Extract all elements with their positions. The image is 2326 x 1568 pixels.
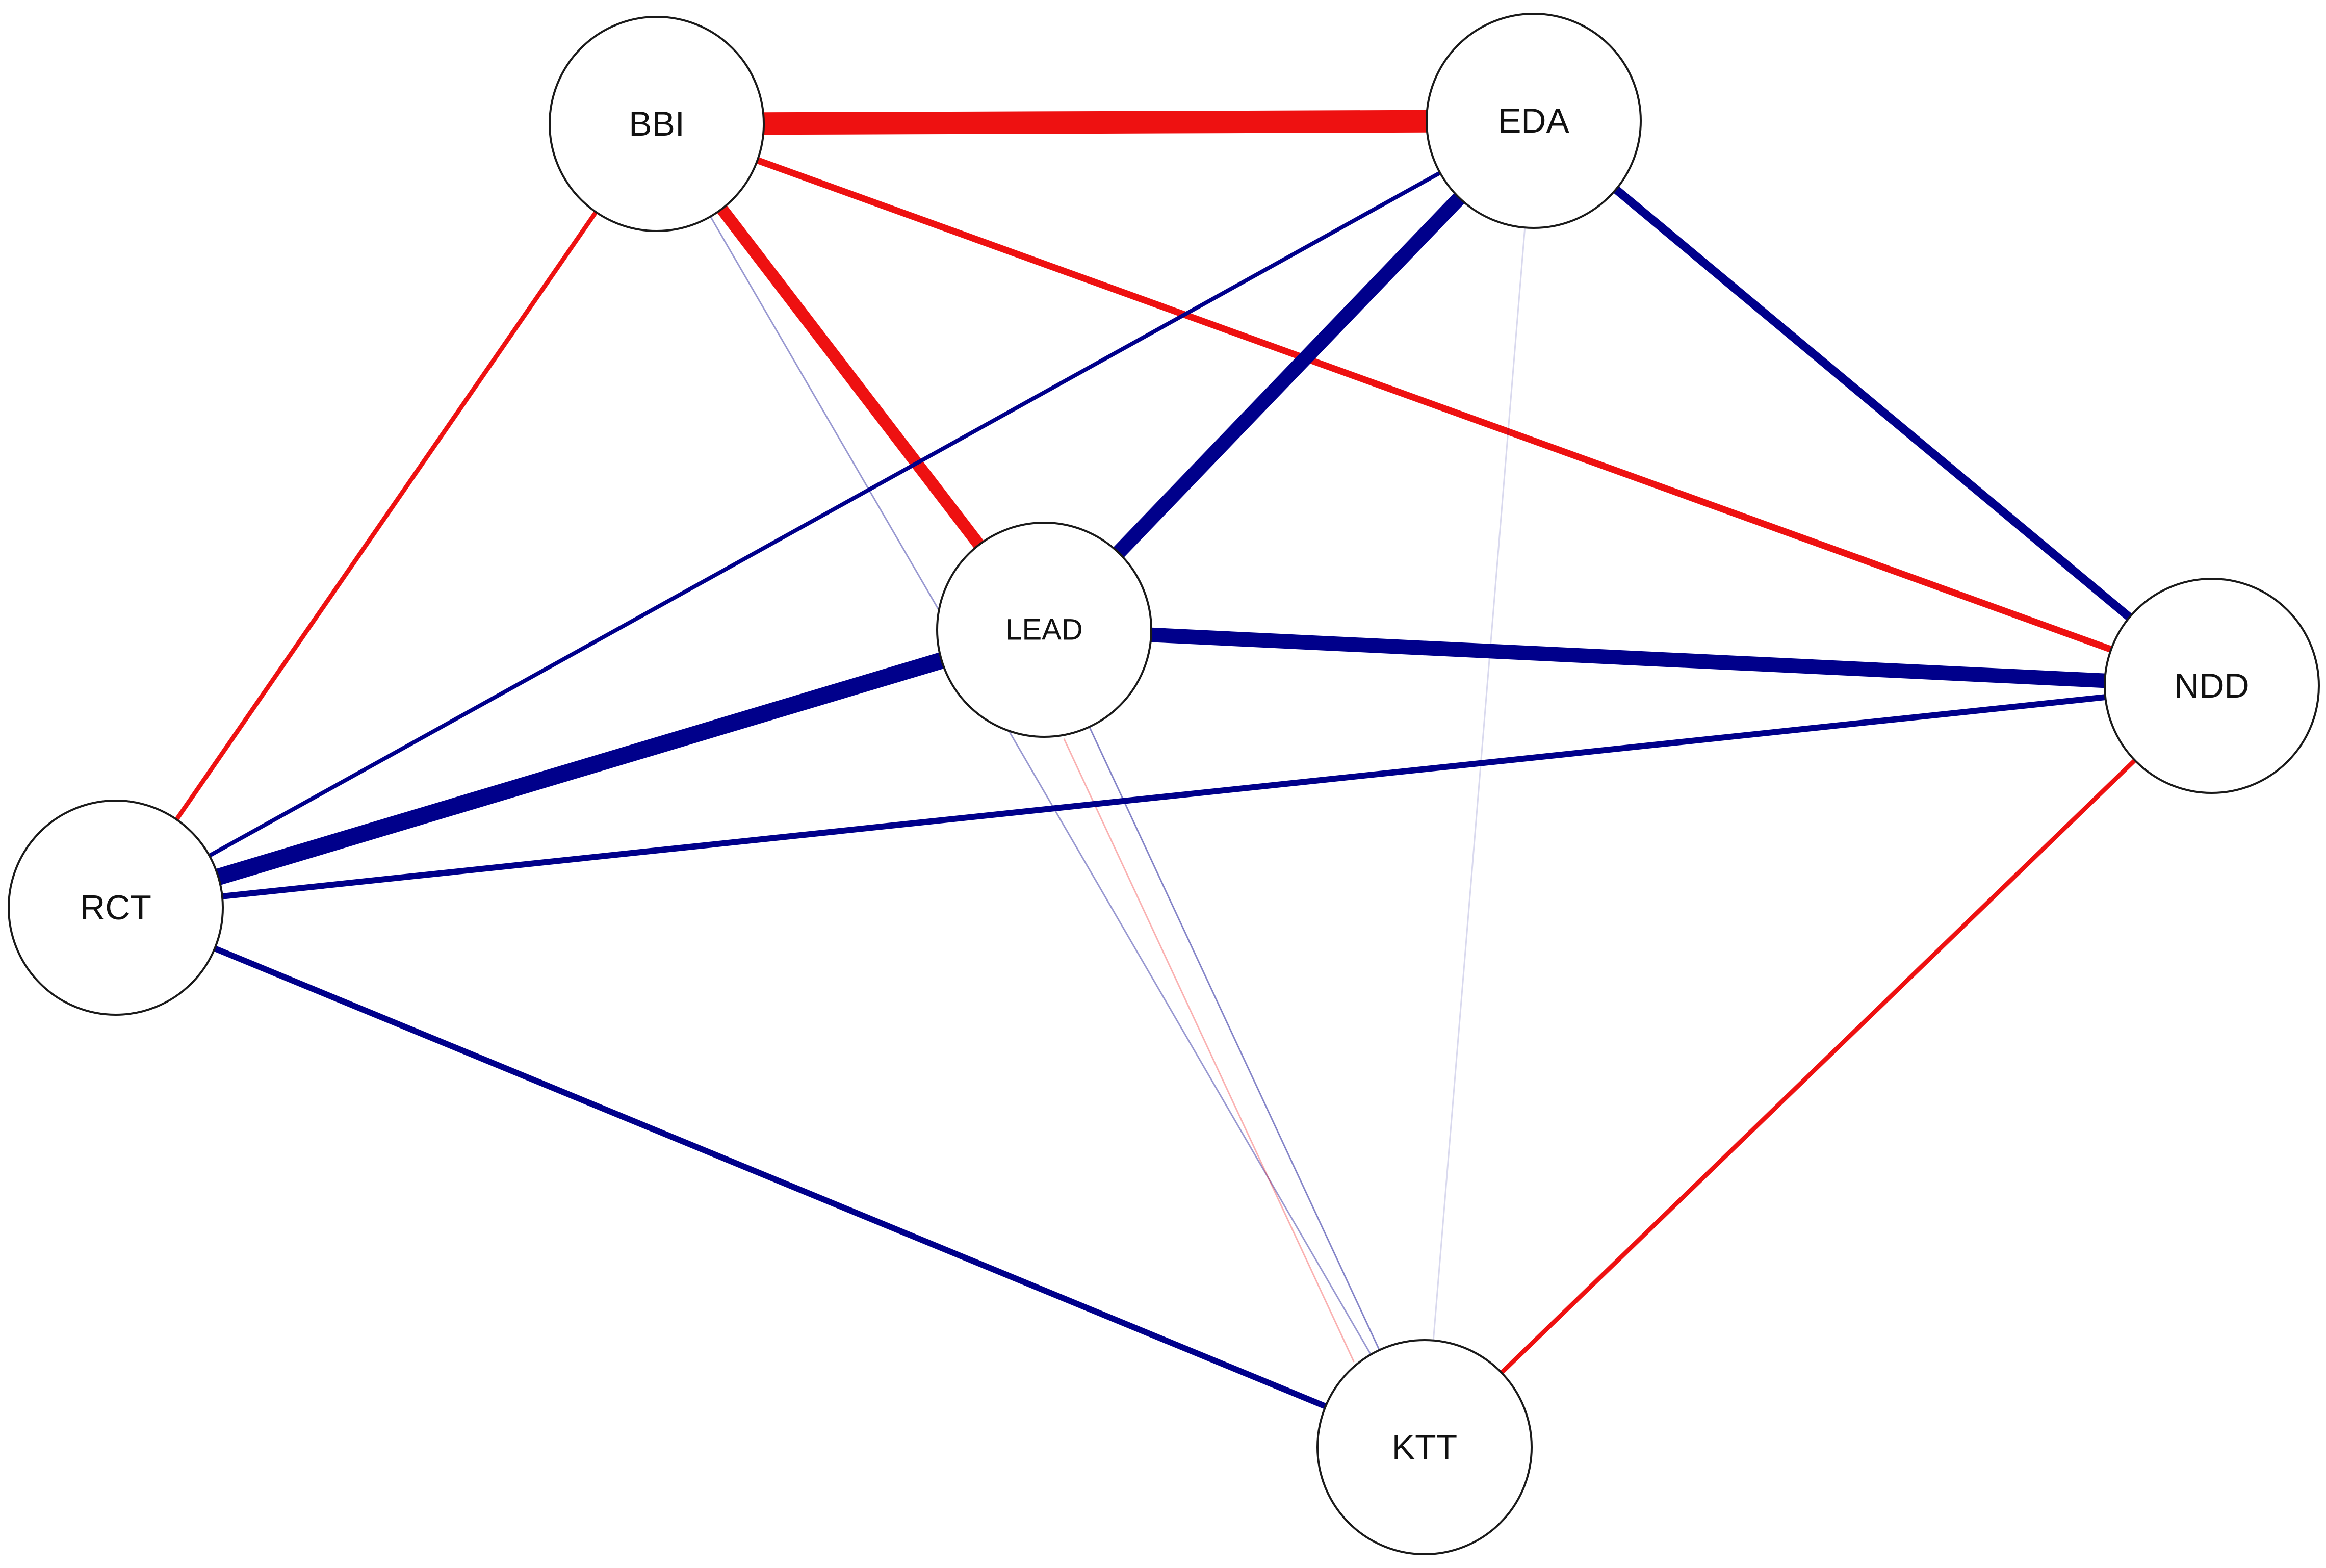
node-ktt[interactable]: KTT [1316,1339,1533,1555]
node-ndd[interactable]: NDD [2104,578,2320,794]
node-rct-circle [8,800,224,1016]
edges-layer [174,110,2137,1409]
edge-eda-ktt [1432,227,1526,1341]
node-lead[interactable]: LEAD [936,522,1152,738]
node-ndd-label: NDD [2174,666,2249,705]
node-ktt-label: KTT [1392,1428,1457,1467]
edge-bbi-ktt [710,216,1372,1355]
edge-eda-rct [208,171,1441,858]
node-eda[interactable]: EDA [1426,13,1642,229]
nodes-layer: BBI EDA LEAD NDD RCT KTT [8,13,2320,1555]
edge-eda-lead [1113,193,1465,558]
node-rct[interactable]: RCT [8,800,224,1016]
edge-bbi-ndd [756,157,2112,653]
edge-rct-ktt [213,945,1327,1409]
edge-ndd-ktt [1500,758,2137,1375]
edge-lead-ktt [1089,726,1380,1351]
node-eda-label: EDA [1498,101,1569,140]
edge-eda-ndd [1613,186,2133,621]
edge-lead-ktt-positive [1063,738,1355,1363]
node-bbi-circle [549,16,765,232]
node-lead-label: LEAD [1005,613,1083,647]
edge-bbi-rct [174,211,598,821]
edge-lead-ndd [1151,627,2105,688]
node-ktt-circle [1316,1339,1533,1555]
edge-ndd-rct [222,694,2106,899]
node-lead-circle [936,522,1152,738]
edge-bbi-lead [717,205,984,549]
node-bbi[interactable]: BBI [549,16,765,232]
node-rct-label: RCT [80,888,151,927]
edge-lead-rct [216,652,944,885]
edge-bbi-eda [763,110,1427,135]
node-ndd-circle [2104,578,2320,794]
node-eda-circle [1426,13,1642,229]
node-bbi-label: BBI [629,105,685,143]
